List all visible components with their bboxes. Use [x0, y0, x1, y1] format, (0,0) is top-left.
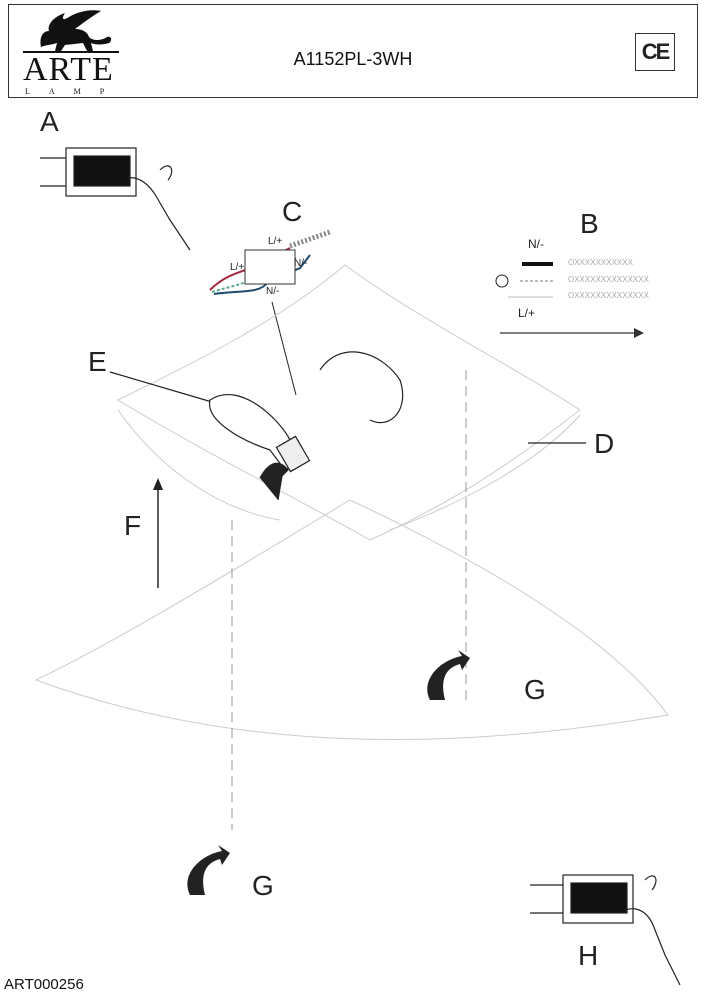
step-label-h: H: [578, 940, 599, 971]
c-neutral-label-2: N/-: [266, 286, 280, 297]
document-id: ART000256: [4, 976, 84, 993]
strip-earth: OXXXXXXXXXXXXXX: [568, 275, 649, 284]
step-label-d: D: [594, 428, 615, 459]
lift-arrow-icon: [153, 478, 163, 588]
step-label-c: C: [282, 196, 303, 227]
step-label-a: A: [40, 106, 59, 137]
c-live-label: L/+: [268, 236, 283, 247]
rotate-arrow-icon: [187, 650, 470, 895]
winged-lion-logo-icon: [23, 10, 119, 53]
terminal-block-a-illustration: [40, 147, 191, 251]
step-label-g: G: [524, 674, 546, 705]
neutral-label: N/-: [528, 237, 544, 251]
candle-bulb-illustration: [109, 351, 404, 501]
step-label-f: F: [124, 510, 142, 541]
wire-connector-illustration: [209, 229, 331, 396]
document-header: ARTE LAMP A1152PL-3WH CE: [8, 4, 698, 98]
step-label-g-second: G: [252, 870, 274, 901]
wire-strip-legend: [495, 262, 644, 338]
model-number: A1152PL-3WH: [293, 49, 413, 69]
lamp-shade-illustration: [34, 264, 669, 830]
strip-live: OXXXXXXXXXXXXXX: [568, 291, 649, 300]
terminal-block-h-illustration: [530, 874, 681, 986]
step-label-e: E: [88, 346, 107, 377]
c-neutral-label: N/-: [294, 258, 308, 269]
strip-neutral: OXXXXXXXXXXX: [568, 258, 633, 267]
c-live-label-2: L/+: [230, 262, 245, 273]
live-label: L/+: [518, 306, 536, 320]
ce-mark: CE: [635, 33, 675, 71]
brand-subtitle: LAMP: [25, 87, 124, 96]
step-label-b: B: [580, 208, 599, 239]
earth-icon: [495, 274, 509, 288]
brand-name: ARTE: [23, 51, 114, 88]
